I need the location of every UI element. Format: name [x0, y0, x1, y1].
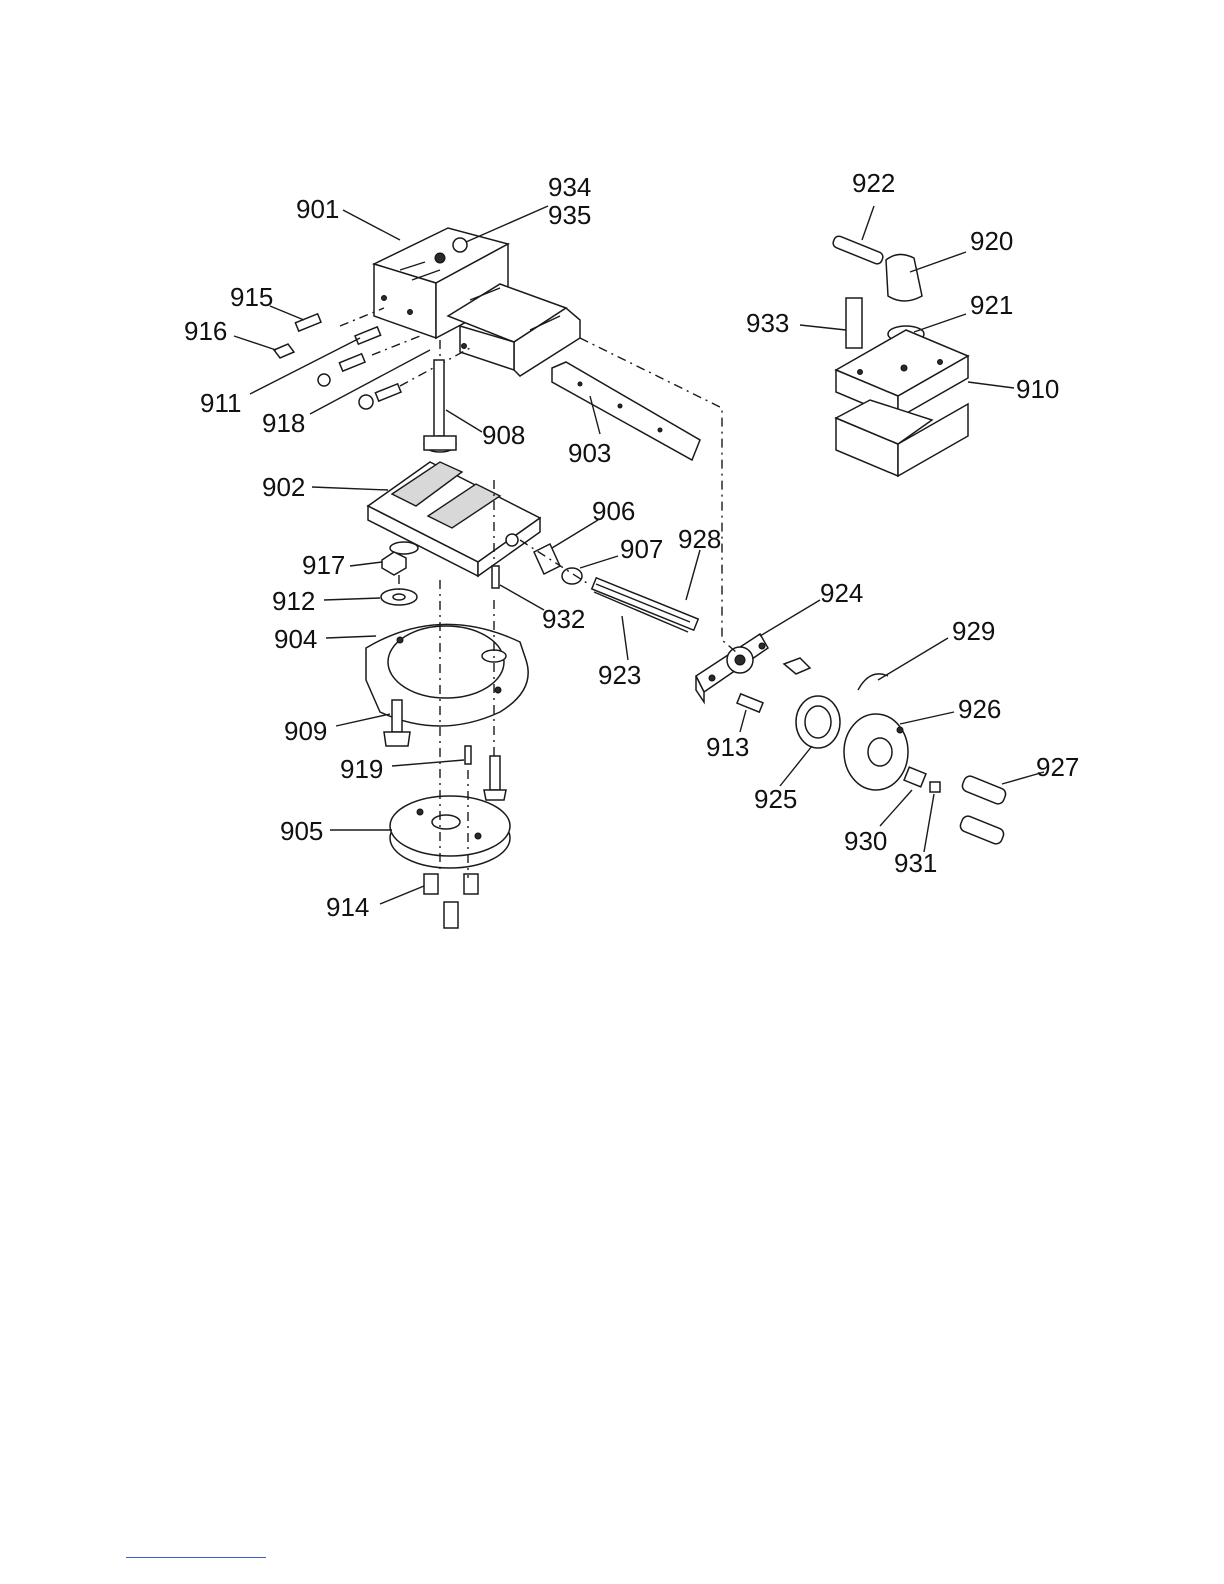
callout-923: 923 — [598, 660, 641, 690]
callout-928: 928 — [678, 524, 721, 554]
assembly-axis-lines — [440, 338, 736, 878]
callout-924: 924 — [820, 578, 863, 608]
part-914-screws — [424, 874, 478, 928]
callout-906: 906 — [592, 496, 635, 526]
callout-labels: 901 934 935 922 920 921 933 910 915 916 … — [184, 168, 1079, 922]
callout-935: 935 — [548, 200, 591, 230]
callout-927: 927 — [1036, 752, 1079, 782]
callout-926: 926 — [958, 694, 1001, 724]
part-908-stud — [424, 340, 456, 452]
callout-904: 904 — [274, 624, 317, 654]
callout-929: 929 — [952, 616, 995, 646]
callout-934: 934 — [548, 172, 591, 202]
part-904-swivel-base — [366, 624, 528, 726]
callout-903: 903 — [568, 438, 611, 468]
part-905-turntable — [390, 796, 510, 868]
part-925-926-dial-handwheel — [796, 696, 908, 790]
callout-930: 930 — [844, 826, 887, 856]
callout-933: 933 — [746, 308, 789, 338]
callout-907: 907 — [620, 534, 663, 564]
callout-908: 908 — [482, 420, 525, 450]
callout-918: 918 — [262, 408, 305, 438]
callout-916: 916 — [184, 316, 227, 346]
callout-919: 919 — [340, 754, 383, 784]
callout-922: 922 — [852, 168, 895, 198]
callout-905: 905 — [280, 816, 323, 846]
callout-925: 925 — [754, 784, 797, 814]
part-901-top-slide — [374, 228, 580, 376]
callout-920: 920 — [970, 226, 1013, 256]
callout-910: 910 — [1016, 374, 1059, 404]
part-913-screw — [737, 694, 763, 712]
callout-915: 915 — [230, 282, 273, 312]
callout-901: 901 — [296, 194, 339, 224]
callout-931: 931 — [894, 848, 937, 878]
callout-909: 909 — [284, 716, 327, 746]
callout-902: 902 — [262, 472, 305, 502]
callout-921: 921 — [970, 290, 1013, 320]
part-910-922-toolpost — [832, 235, 968, 476]
footer-rule — [126, 1557, 266, 1558]
part-924-bracket — [696, 634, 810, 702]
callout-911: 911 — [200, 388, 241, 418]
callout-913: 913 — [706, 732, 749, 762]
callout-932: 932 — [542, 604, 585, 634]
callout-912: 912 — [272, 586, 315, 616]
callout-917: 917 — [302, 550, 345, 580]
callout-914: 914 — [326, 892, 369, 922]
